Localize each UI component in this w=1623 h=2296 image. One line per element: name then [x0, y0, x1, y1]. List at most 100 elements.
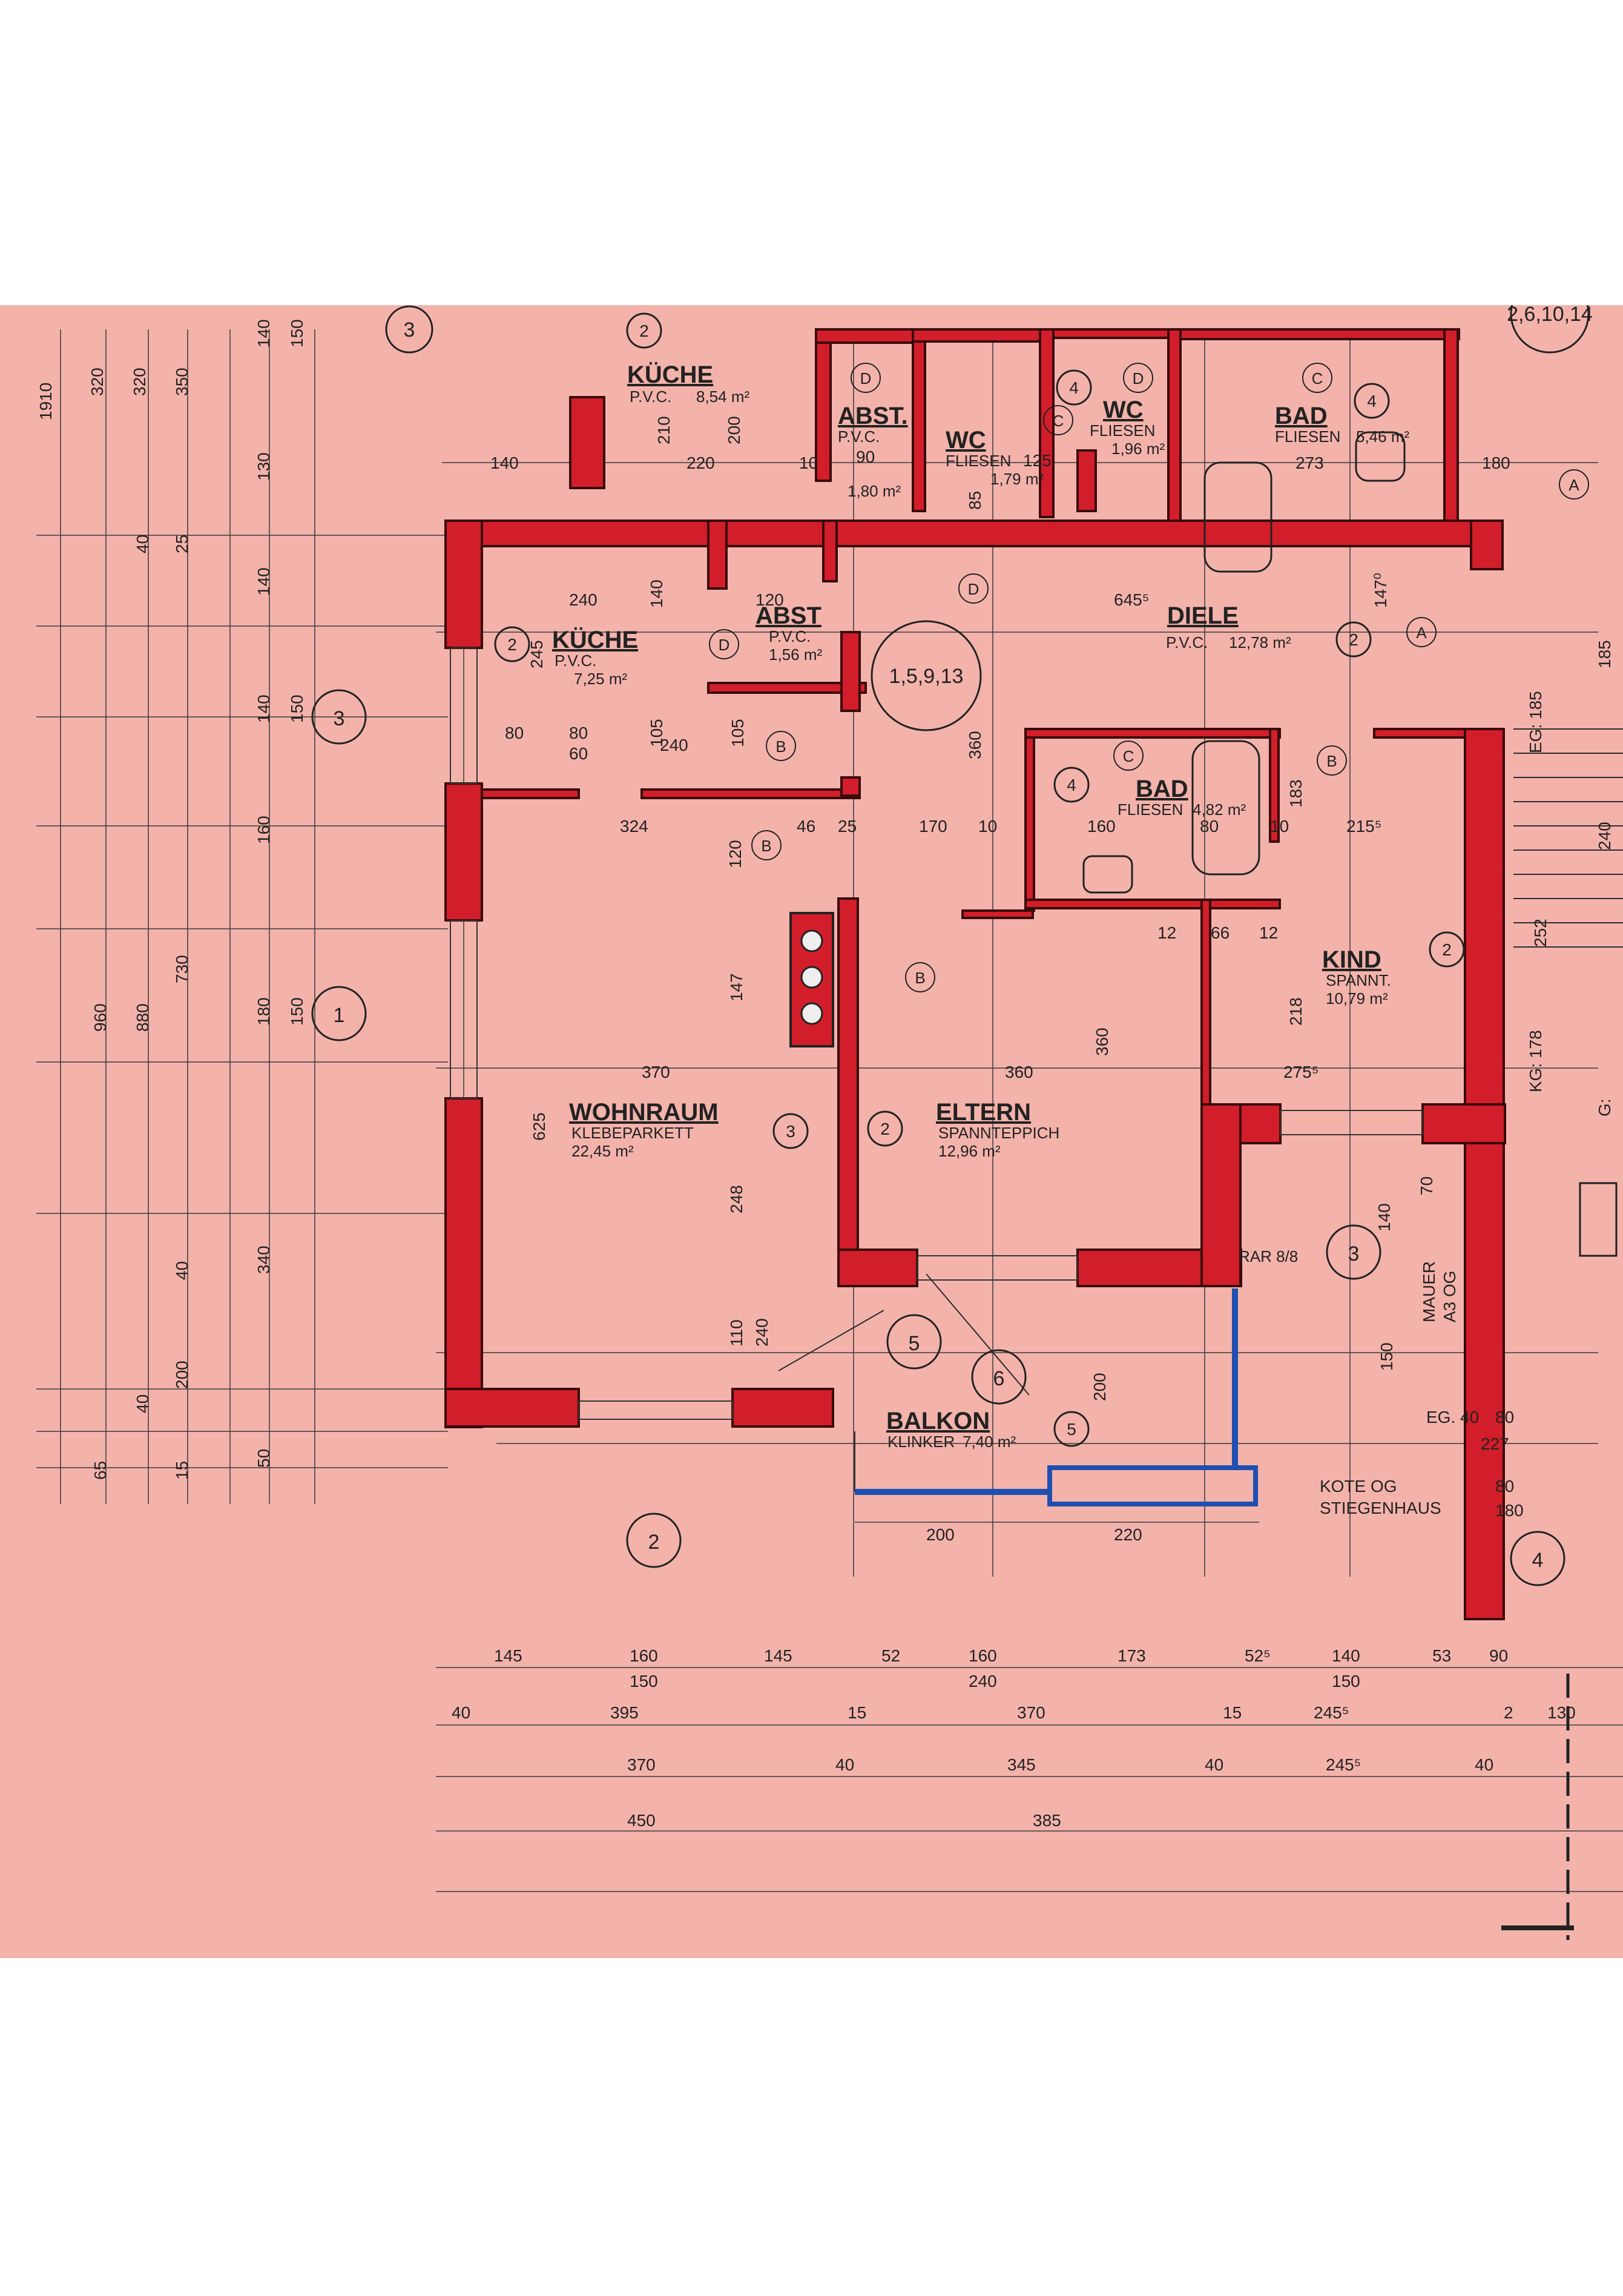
- dim-label: 160: [630, 1646, 658, 1665]
- axis-marker: 1,5,9,13: [871, 620, 982, 731]
- dim-label: 240: [969, 1672, 997, 1691]
- dim-label: 240: [569, 590, 598, 609]
- dim-label: 200: [926, 1525, 955, 1544]
- room-floor: P.V.C.: [769, 627, 811, 645]
- door-marker: C: [1113, 741, 1144, 771]
- dim-label: 2: [1504, 1703, 1513, 1722]
- dim-label: 345: [1007, 1755, 1036, 1774]
- dim-label: 320: [88, 368, 107, 396]
- wall: [912, 328, 926, 512]
- dim-label: 12: [1259, 923, 1278, 942]
- dim-label: 360: [1093, 1028, 1111, 1056]
- dim-label: 275⁵: [1283, 1063, 1318, 1081]
- notes: KOTE OG STIEGENHAUS MAUER A3 OG RAR 8/8 …: [1239, 640, 1614, 1517]
- svg-text:2: 2: [1349, 630, 1358, 649]
- dim-label: 1910: [36, 383, 55, 420]
- wall: [1464, 728, 1505, 1620]
- dim-label: 340: [254, 1245, 273, 1274]
- axis-marker: 3: [311, 689, 367, 745]
- room-area: 8,54 m²: [696, 388, 749, 406]
- note: MAUER: [1420, 1261, 1438, 1322]
- room-area: 12,96 m²: [938, 1142, 1001, 1160]
- wall: [815, 328, 832, 482]
- dim-label: 180: [1495, 1501, 1524, 1520]
- wall: [569, 396, 605, 489]
- walls: [444, 328, 1506, 1620]
- axis-marker: 2: [626, 1513, 682, 1568]
- dim-label: 46: [797, 817, 815, 836]
- room-area: 5,46 m²: [1356, 427, 1409, 446]
- wall: [1024, 899, 1281, 909]
- svg-text:3: 3: [404, 318, 415, 341]
- axis-marker: 4: [1056, 369, 1092, 406]
- wall: [837, 1249, 918, 1287]
- fixtures: [1082, 431, 1406, 894]
- svg-text:C: C: [1123, 747, 1134, 765]
- room-area: 22,45 m²: [571, 1142, 634, 1160]
- wall: [444, 520, 483, 649]
- svg-text:C: C: [1053, 412, 1064, 430]
- dim-label: 150: [288, 997, 306, 1026]
- dim-label: 145: [764, 1646, 792, 1665]
- svg-text:D: D: [860, 369, 872, 388]
- door-marker: C: [1302, 363, 1332, 393]
- wall: [444, 1388, 580, 1428]
- room-floor: SPANNTEPPICH: [938, 1124, 1059, 1142]
- room-name: KIND: [1322, 946, 1381, 973]
- dim-label: 80: [569, 724, 588, 742]
- axis-marker: 2: [1335, 621, 1372, 658]
- dim-label: 140: [254, 694, 273, 723]
- dim-label: 110: [727, 1319, 746, 1347]
- dim-label: 180: [1482, 454, 1510, 472]
- room-floor: P.V.C.: [838, 427, 880, 446]
- dim-label: 40: [1205, 1755, 1223, 1774]
- windows: [450, 647, 1423, 1420]
- svg-text:2,6,10,14: 2,6,10,14: [1507, 305, 1593, 326]
- svg-text:2: 2: [1442, 940, 1452, 959]
- dim-label: 210: [654, 416, 673, 444]
- dim-label: 52⁵: [1245, 1646, 1271, 1665]
- note: KG: 178: [1526, 1030, 1545, 1092]
- plan-sheet: 1910 320 320 350 140 150 130 40 25 140 1…: [0, 305, 1623, 1958]
- dim-label: 150: [1377, 1342, 1396, 1371]
- dim-label: 200: [1090, 1373, 1109, 1401]
- svg-text:3: 3: [334, 707, 345, 730]
- dim-label: 160: [254, 816, 273, 844]
- wall: [1269, 728, 1280, 843]
- door-marker: D: [1123, 363, 1153, 393]
- dim-label: 10: [799, 454, 818, 472]
- dim-label: 395: [610, 1703, 639, 1722]
- door-marker: A: [1559, 469, 1589, 500]
- wall: [1421, 1103, 1506, 1144]
- wall: [1076, 449, 1097, 512]
- dim-label: 252: [1531, 919, 1550, 947]
- dim-label: 147⁰: [1371, 573, 1390, 608]
- room-floor: P.V.C.: [630, 388, 671, 406]
- room-area: 1,80 m²: [848, 482, 901, 500]
- svg-text:B: B: [1326, 752, 1337, 770]
- wall: [444, 1097, 483, 1428]
- svg-text:4: 4: [1532, 1549, 1544, 1572]
- dim-label: 147: [727, 973, 746, 1001]
- dim-label: 140: [490, 454, 519, 472]
- room-name: ABST.: [838, 403, 908, 429]
- axis-marker: 5: [1053, 1411, 1090, 1447]
- dim-label: 245⁵: [1326, 1755, 1361, 1774]
- room-floor: KLEBEPARKETT: [571, 1124, 694, 1142]
- svg-text:D: D: [719, 636, 730, 654]
- dim-label: 25: [838, 817, 857, 836]
- svg-text:5: 5: [1067, 1420, 1076, 1439]
- dim-label: 125: [1023, 451, 1052, 470]
- axis-markers: 3 2 1 3 1,5,9,13 2,6,10,14 2 3 5 6 3 4 2…: [311, 305, 1593, 1586]
- axis-marker: 3: [772, 1113, 809, 1149]
- dim-label: 150: [288, 319, 306, 348]
- dim-label: 200: [173, 1361, 191, 1389]
- dim-label: 370: [627, 1755, 656, 1774]
- dim-label: 240: [660, 736, 688, 754]
- dim-label: 130: [1547, 1703, 1576, 1722]
- svg-text:C: C: [1312, 369, 1323, 388]
- note: STIEGENHAUS: [1320, 1499, 1441, 1517]
- dim-label: 245: [527, 640, 546, 668]
- room-name: ABST: [756, 602, 821, 629]
- note: KOTE OG: [1320, 1477, 1397, 1496]
